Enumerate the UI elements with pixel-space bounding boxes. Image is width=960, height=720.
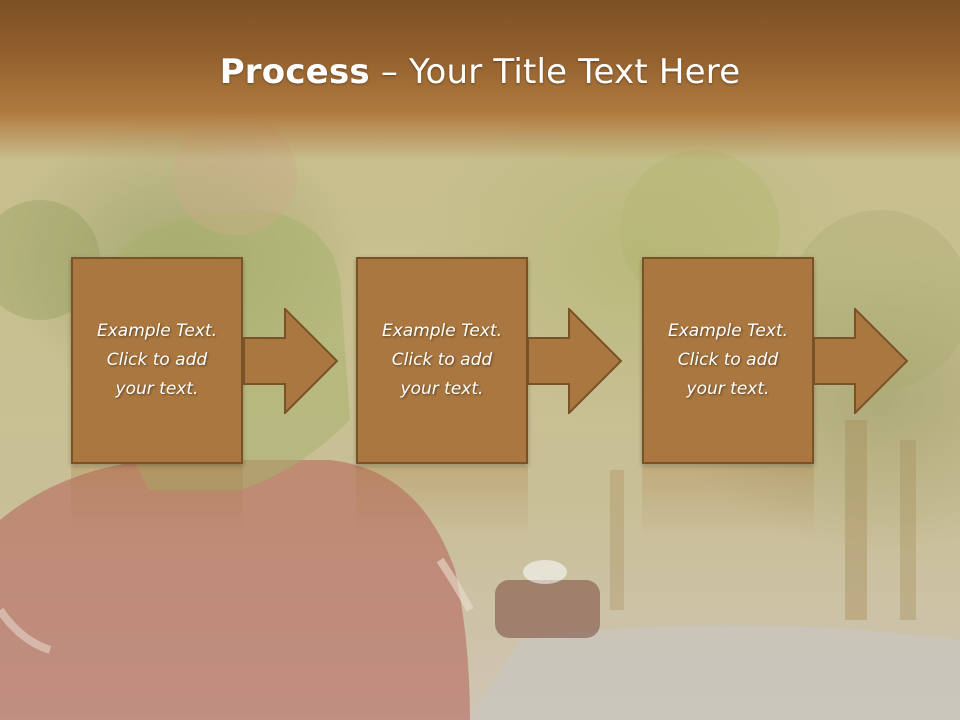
step-2-text: Example Text. Click to add your text. xyxy=(367,317,517,404)
step-1-line-2: Click to add xyxy=(106,350,208,370)
title-rest-text: – Your Title Text Here xyxy=(369,52,741,92)
step-3-line-2: Click to add xyxy=(677,350,779,370)
step-2-line-3: your text. xyxy=(400,379,484,399)
step-2-reflection xyxy=(356,466,528,536)
step-1-line-1: Example Text. xyxy=(96,321,218,341)
arrow-right-icon xyxy=(527,308,623,414)
title-bold-text: Process xyxy=(219,52,370,92)
step-3-line-3: your text. xyxy=(686,379,770,399)
slide-title[interactable]: Process – Your Title Text Here xyxy=(0,52,960,92)
arrow-right-icon xyxy=(243,308,339,414)
process-step-2[interactable]: Example Text. Click to add your text. xyxy=(356,257,528,464)
step-3-line-1: Example Text. xyxy=(667,321,789,341)
arrow-right-icon xyxy=(813,308,909,414)
process-step-1[interactable]: Example Text. Click to add your text. xyxy=(71,257,243,464)
step-1-reflection xyxy=(71,466,243,536)
title-bar xyxy=(0,0,960,160)
step-3-text: Example Text. Click to add your text. xyxy=(653,317,803,404)
step-2-line-1: Example Text. xyxy=(381,321,503,341)
process-step-3[interactable]: Example Text. Click to add your text. xyxy=(642,257,814,464)
step-3-reflection xyxy=(642,466,814,536)
step-1-text: Example Text. Click to add your text. xyxy=(82,317,232,404)
step-2-line-2: Click to add xyxy=(391,350,493,370)
step-1-line-3: your text. xyxy=(115,379,199,399)
